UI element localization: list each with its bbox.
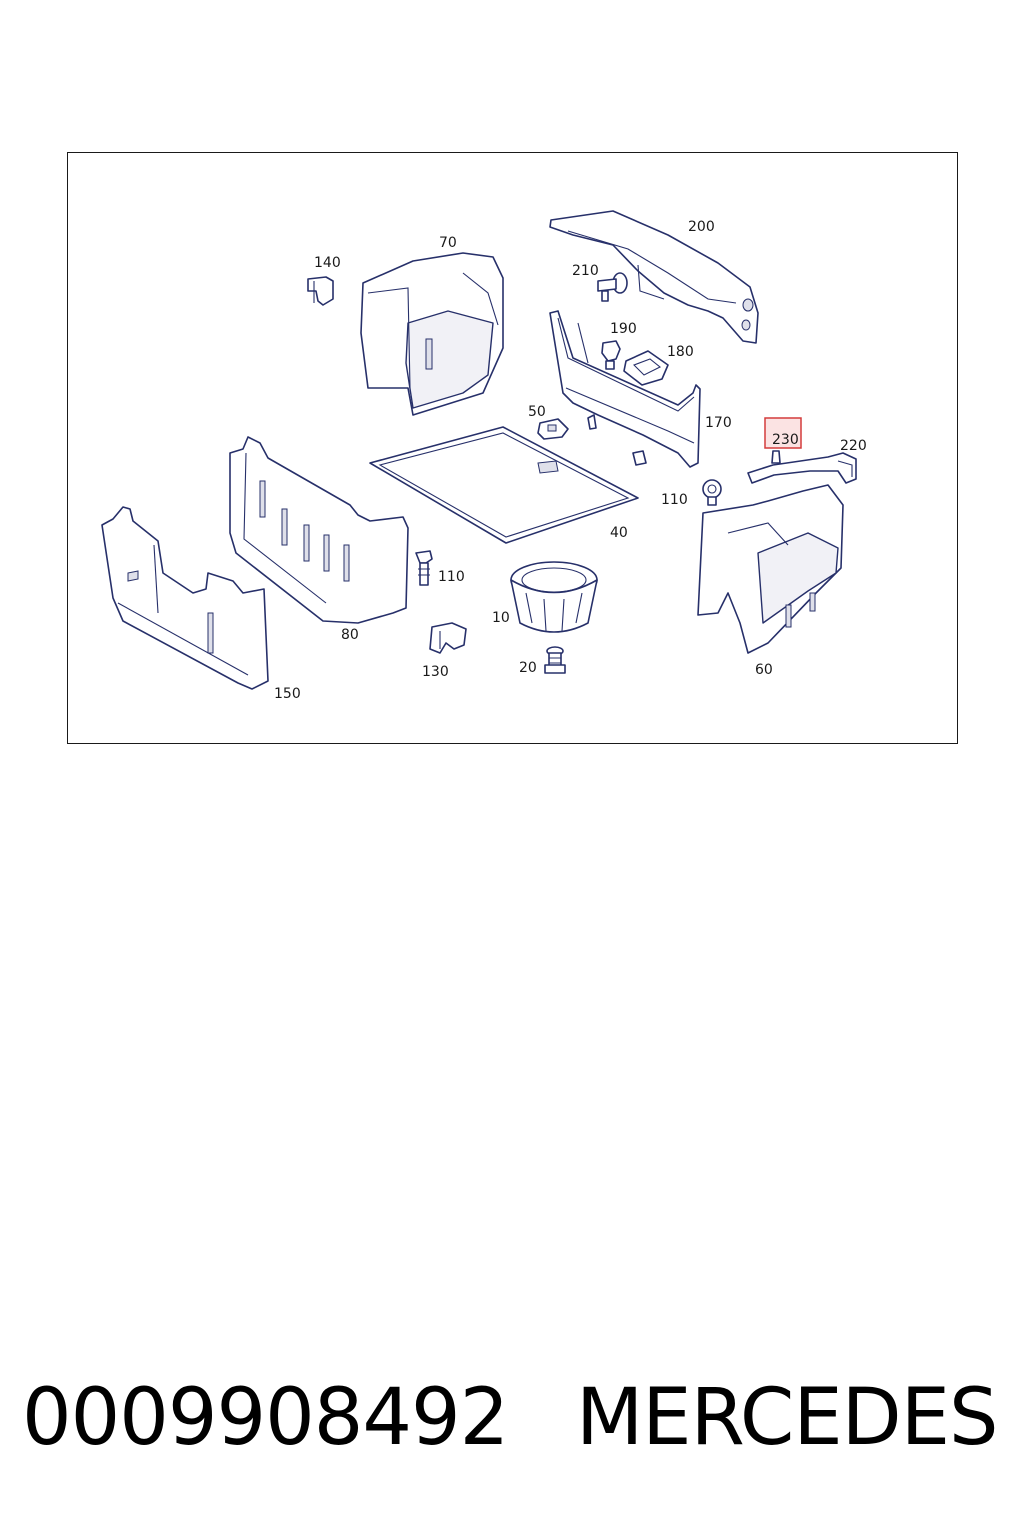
callout-150: 150	[274, 686, 301, 702]
callout-140: 140	[314, 255, 341, 271]
part-20	[544, 646, 566, 674]
part-number: 0009908492	[22, 1373, 509, 1463]
brand-name: MERCEDES	[576, 1373, 998, 1463]
highlight-box-230	[764, 417, 802, 449]
callout-70: 70	[439, 235, 457, 251]
callout-10: 10	[492, 610, 510, 626]
part-170	[549, 310, 701, 468]
part-60	[697, 484, 844, 654]
part-220	[747, 452, 857, 484]
part-180	[623, 350, 669, 386]
part-210	[597, 272, 628, 302]
callout-200: 200	[688, 219, 715, 235]
callout-50: 50	[528, 404, 546, 420]
callout-110-right: 110	[661, 492, 688, 508]
callout-60: 60	[755, 662, 773, 678]
part-110-left	[415, 550, 433, 586]
part-70	[360, 252, 504, 416]
parts-diagram-frame: 200 210 70 140 190 180 170 50 230 220 11…	[67, 152, 958, 744]
part-230	[771, 450, 781, 464]
part-40	[369, 426, 639, 544]
part-140	[307, 276, 334, 306]
callout-130: 130	[422, 664, 449, 680]
callout-110-left: 110	[438, 569, 465, 585]
callout-230: 230	[772, 432, 799, 448]
part-150	[101, 506, 269, 690]
callout-180: 180	[667, 344, 694, 360]
callout-20: 20	[519, 660, 537, 676]
part-110-right	[702, 479, 722, 506]
part-10	[510, 561, 598, 633]
part-130	[429, 622, 467, 654]
parts-diagram: 200 210 70 140 190 180 170 50 230 220 11…	[101, 210, 867, 702]
callout-210: 210	[572, 263, 599, 279]
part-200	[549, 210, 759, 344]
callout-170: 170	[705, 415, 732, 431]
footer: 0009908492 MERCEDES	[0, 1368, 1024, 1468]
part-80	[229, 436, 409, 624]
callout-40: 40	[610, 525, 628, 541]
part-190	[601, 340, 621, 370]
callout-190: 190	[610, 321, 637, 337]
callout-80: 80	[341, 627, 359, 643]
callout-220: 220	[840, 438, 867, 454]
part-50	[537, 418, 569, 440]
